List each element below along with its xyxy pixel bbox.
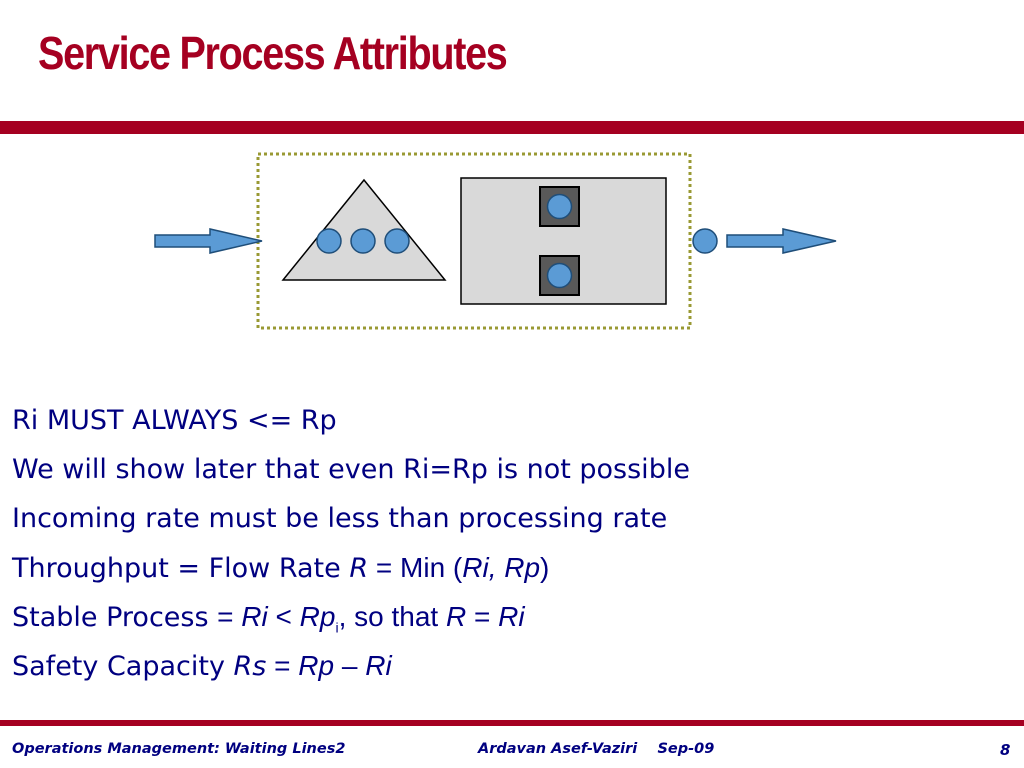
footer-divider — [0, 720, 1024, 726]
bullet-stable-process: Stable Process = Ri < Rpi, so that R = R… — [12, 601, 525, 636]
slide-title: Service Process Attributes — [38, 27, 508, 79]
input-arrow — [154, 228, 263, 254]
flow-unit-3 — [384, 228, 410, 254]
output-arrow — [726, 228, 837, 254]
flow-unit-1 — [316, 228, 342, 254]
service-process-diagram — [154, 152, 837, 330]
footer-course: Operations Management: Waiting Lines2 — [12, 741, 346, 757]
bullet-safety-capacity: Safety Capacity Rs = Rp – Ri — [12, 650, 392, 682]
bullet-show-later: We will show later that even Ri=Rp is no… — [12, 454, 690, 485]
server-1-unit — [546, 193, 573, 220]
page-number: 8 — [1000, 741, 1011, 759]
title-divider — [0, 121, 1024, 134]
bullet-throughput: Throughput = Flow Rate R = Min (Ri, Rp) — [12, 552, 550, 584]
bullet-list: Ri MUST ALWAYS <= Rp We will show later … — [12, 396, 690, 690]
bullet-incoming-rate: Incoming rate must be less than processi… — [12, 503, 668, 534]
server-2-unit — [546, 262, 573, 289]
output-unit — [692, 228, 718, 254]
footer-author-date: Ardavan Asef-Vaziri Sep-09 — [478, 741, 715, 757]
flow-unit-2 — [350, 228, 376, 254]
bullet-ri-must: Ri MUST ALWAYS <= Rp — [12, 405, 337, 436]
